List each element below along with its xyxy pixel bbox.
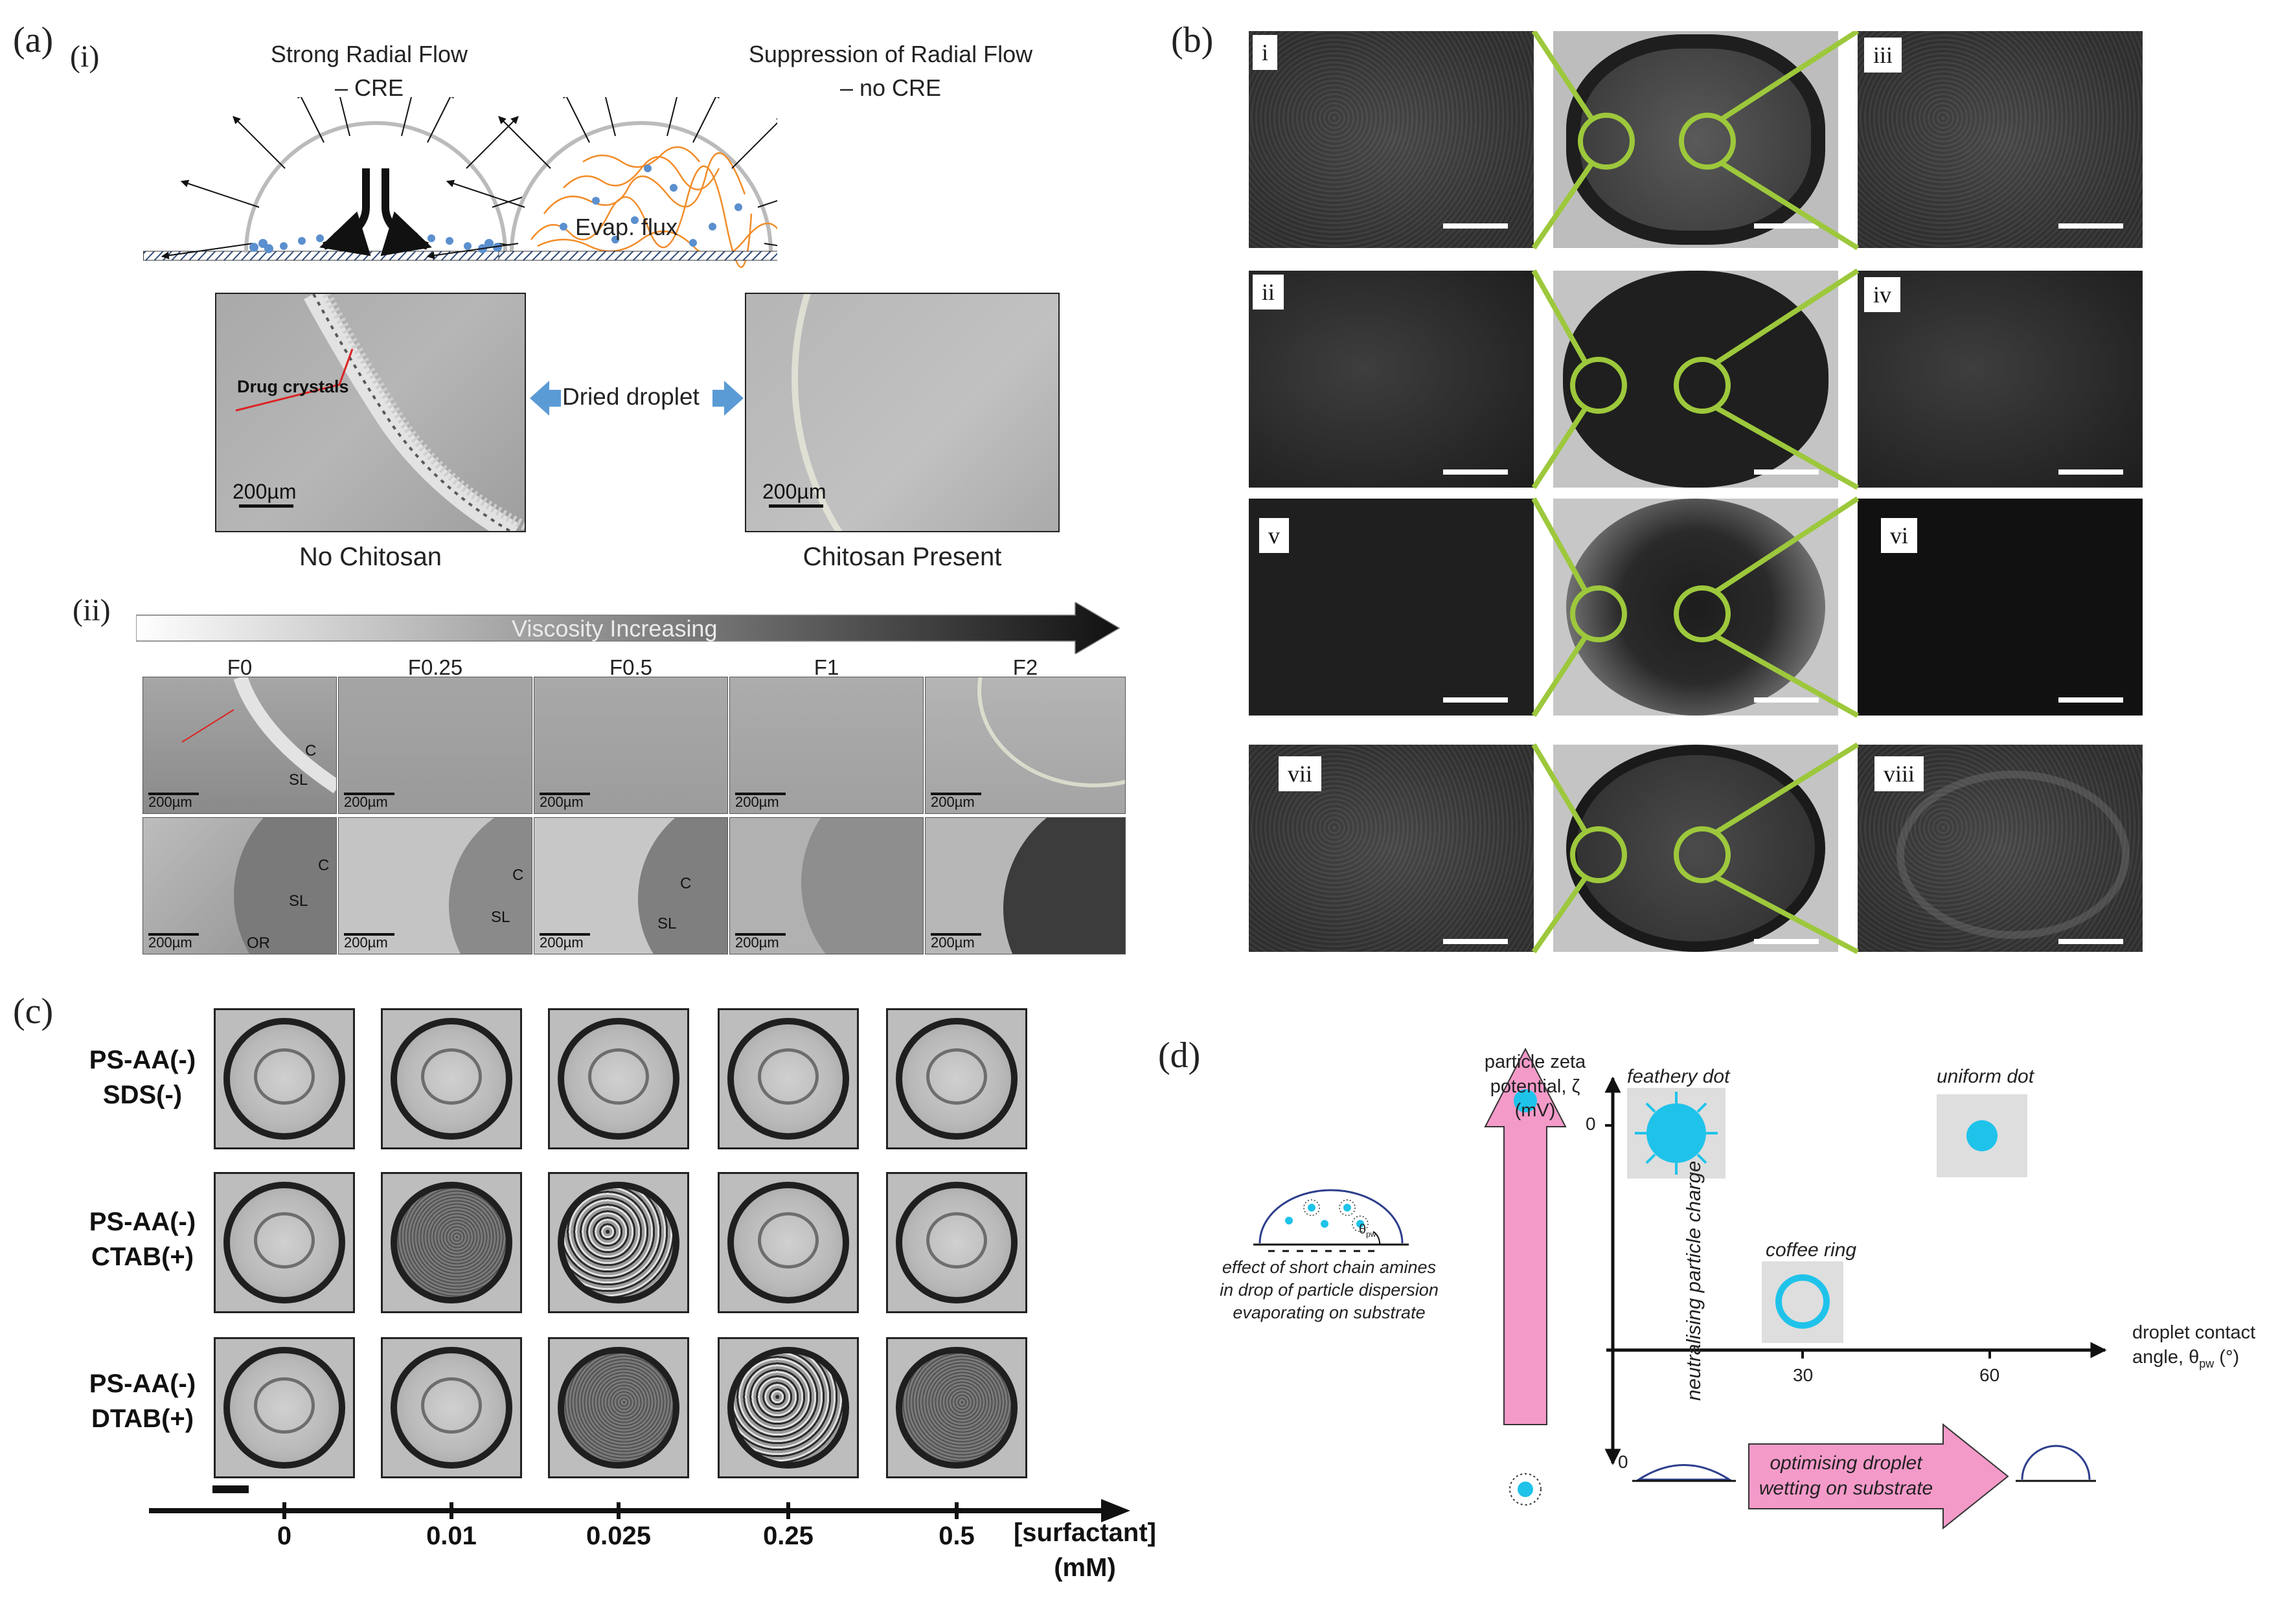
tick-0: 0 bbox=[277, 1522, 292, 1550]
deposit-ctab-0 bbox=[214, 1172, 355, 1313]
contact-angle-axis-label: droplet contact angle, θpw (°) bbox=[2132, 1322, 2256, 1370]
micro-iii: iii bbox=[1858, 31, 2143, 248]
up-arrow-label: neutralising particle charge bbox=[1682, 1160, 1705, 1401]
crystal-band bbox=[235, 294, 525, 531]
chitosan-present-micrograph: 200µm bbox=[745, 293, 1060, 532]
deposit-dtab-0 bbox=[214, 1337, 355, 1478]
thumb-f2-bottom: 200µm bbox=[925, 817, 1126, 954]
zeta-zero-tick: 0 bbox=[1586, 1114, 1596, 1134]
zeta-axis-label: particle zeta potential, ζ (mV) bbox=[1484, 1052, 1586, 1122]
inset-theta-label: θpw bbox=[1359, 1223, 1376, 1239]
scale-bar-label: 200µm bbox=[233, 480, 297, 503]
thumb-f0-25-top: 200µm bbox=[338, 677, 532, 814]
no-chitosan-caption: No Chitosan bbox=[299, 543, 442, 571]
viscosity-label: Viscosity Increasing bbox=[512, 615, 718, 642]
coffee-ring-label: coffee ring bbox=[1766, 1239, 1857, 1261]
formulation-f0-25: F0.25 bbox=[407, 655, 463, 679]
chitosan-present-caption: Chitosan Present bbox=[803, 543, 1002, 571]
micro-ii: ii bbox=[1249, 271, 1534, 488]
row-label-ctab: PS-AA(-)CTAB(+) bbox=[89, 1208, 196, 1271]
thumb-f0-25-bottom: C SL 200µm bbox=[338, 817, 532, 954]
deposit-ctab-0-5 bbox=[886, 1172, 1027, 1313]
tick-0-25: 0.25 bbox=[763, 1522, 814, 1550]
uniform-dot-label: uniform dot bbox=[1937, 1066, 2034, 1087]
micro-center-1 bbox=[1553, 31, 1838, 248]
deposit-sds-0-01 bbox=[381, 1008, 522, 1149]
tick-0-5: 0.5 bbox=[939, 1522, 975, 1550]
micro-vii: vii bbox=[1249, 745, 1534, 952]
panel-d-letter: (d) bbox=[1158, 1035, 1201, 1076]
tick-0-01: 0.01 bbox=[426, 1522, 477, 1550]
deposit-dtab-0-25 bbox=[718, 1337, 859, 1478]
deposit-sds-0-25 bbox=[718, 1008, 859, 1149]
no-chitosan-micrograph: Drug crystals 200µm bbox=[215, 293, 526, 532]
feathery-dot-label: feathery dot bbox=[1627, 1066, 1730, 1087]
thumb-f0-bottom: C SL OR 200µm bbox=[142, 817, 337, 954]
x-tick-30: 30 bbox=[1793, 1365, 1814, 1385]
deposit-ctab-0-25 bbox=[718, 1172, 859, 1313]
thumb-f0-5-bottom: C SL 200µm bbox=[534, 817, 728, 954]
thumb-f0-top: C SL 200µm bbox=[142, 677, 337, 814]
deposit-sds-0-5 bbox=[886, 1008, 1027, 1149]
deposit-dtab-0-025 bbox=[548, 1337, 689, 1478]
panel-b-letter: (b) bbox=[1171, 20, 1214, 60]
row-label-dtab: PS-AA(-)DTAB(+) bbox=[89, 1370, 196, 1433]
panel-c-letter: (c) bbox=[13, 991, 54, 1032]
scale-bar bbox=[239, 504, 293, 508]
phase-diagram bbox=[1253, 1047, 2107, 1530]
tick-0-025: 0.025 bbox=[586, 1522, 652, 1550]
thumb-f1-top: 200µm bbox=[729, 677, 924, 814]
thumb-f0-5-top: 200µm bbox=[534, 677, 728, 814]
panel-a-letter: (a) bbox=[13, 20, 54, 60]
panel-a-sub-i: (i) bbox=[70, 39, 100, 74]
micro-viii: viii bbox=[1858, 745, 2143, 952]
micro-i: i bbox=[1249, 31, 1534, 248]
origin-label: 0 bbox=[1618, 1452, 1628, 1472]
thumb-f1-bottom: 200µm bbox=[729, 817, 924, 954]
surfactant-axis bbox=[149, 1485, 1130, 1522]
thumb-f2-top: 200µm bbox=[925, 677, 1126, 814]
deposit-dtab-0-01 bbox=[381, 1337, 522, 1478]
zoom-overlay bbox=[1531, 31, 1860, 954]
right-arrow-label: optimising droplet wetting on substrate bbox=[1759, 1452, 1933, 1499]
deposit-dtab-0-5 bbox=[886, 1337, 1027, 1478]
formulation-f0: F0 bbox=[227, 655, 253, 679]
right-schematic-title: Suppression of Radial Flow – no CRE bbox=[748, 41, 1033, 102]
inset-caption: effect of short chain amines in drop of … bbox=[1220, 1257, 1439, 1323]
formulation-f1: F1 bbox=[814, 655, 839, 679]
micro-vi: vi bbox=[1858, 499, 2143, 716]
right-droplet bbox=[426, 97, 777, 268]
dried-droplet-label: Dried droplet bbox=[562, 383, 700, 410]
left-schematic-title: Strong Radial Flow – CRE bbox=[270, 41, 468, 102]
x-tick-60: 60 bbox=[1979, 1365, 2000, 1385]
droplet-edge bbox=[791, 294, 1058, 531]
micro-v: v bbox=[1249, 499, 1534, 716]
evaporation-schematic bbox=[143, 97, 777, 268]
row-label-sds: PS-AA(-)SDS(-) bbox=[89, 1046, 196, 1109]
deposit-sds-0 bbox=[214, 1008, 355, 1149]
micro-iv: iv bbox=[1858, 271, 2143, 488]
surfactant-axis-label: [surfactant] (mM) bbox=[1013, 1518, 1157, 1582]
formulation-f0-5: F0.5 bbox=[609, 655, 653, 679]
deposit-sds-0-025 bbox=[548, 1008, 689, 1149]
dried-droplet-arrows bbox=[530, 381, 744, 416]
panel-a-sub-ii: (ii) bbox=[73, 593, 111, 627]
formulation-f2: F2 bbox=[1012, 655, 1038, 679]
deposit-ctab-0-01 bbox=[381, 1172, 522, 1313]
evap-flux-label: Evap. flux bbox=[575, 214, 678, 240]
scale-bar-label: 200µm bbox=[762, 480, 826, 503]
scale-bar bbox=[769, 504, 823, 508]
drug-crystals-label: Drug crystals bbox=[237, 377, 349, 396]
viscosity-arrow bbox=[136, 602, 1121, 654]
deposit-ctab-0-025 bbox=[548, 1172, 689, 1313]
